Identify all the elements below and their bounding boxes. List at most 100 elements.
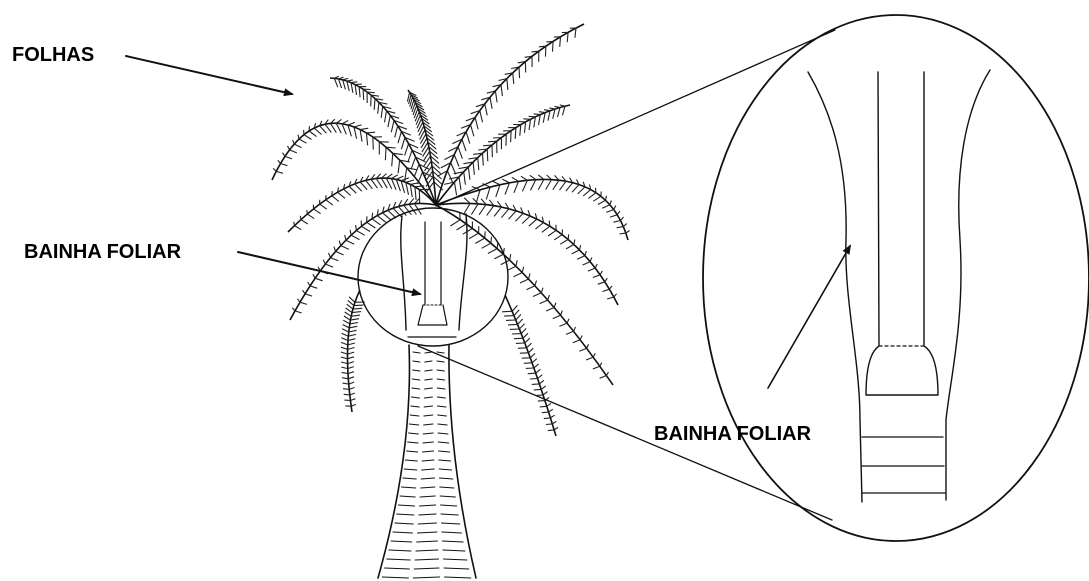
frond-leaflet <box>488 249 497 254</box>
frond-leaflet <box>342 372 348 373</box>
frond-leaflet <box>520 279 529 283</box>
frond-leaflet <box>514 181 519 193</box>
frond-leaflet <box>538 401 545 402</box>
trunk-ring-mark <box>410 415 419 416</box>
frond-leaflet <box>347 80 353 81</box>
frond-leaflet <box>486 187 490 200</box>
frond-leaflet <box>405 144 409 156</box>
frond-leaflet <box>309 131 316 137</box>
frond-leaflet <box>614 294 617 297</box>
frond-leaflet <box>514 310 519 316</box>
frond-leaflet <box>603 289 610 291</box>
frond-leaflet <box>423 151 429 161</box>
frond-leaflet <box>295 226 302 230</box>
frond-leaflet <box>531 180 536 191</box>
frond-leaflet <box>348 334 356 336</box>
frond-leaflet <box>276 171 283 173</box>
frond-leaflet <box>341 338 348 341</box>
frond-leaflet <box>460 212 461 219</box>
frond-leaflet <box>341 347 348 349</box>
trunk-ring-mark <box>420 496 435 497</box>
frond-leaflet <box>577 256 585 260</box>
frond-leaflet <box>530 353 535 357</box>
frond-leaflet <box>488 141 497 142</box>
frond-leaflet <box>366 180 373 188</box>
frond-leaflet <box>554 235 562 240</box>
frond-leaflet <box>515 213 523 221</box>
frond-leaflet <box>568 234 569 239</box>
trunk-ring-mark <box>425 379 432 380</box>
frond-leaflet <box>350 230 351 235</box>
frond-leaflet <box>293 140 295 144</box>
frond-leaflet <box>462 139 466 151</box>
trunk-ring-mark <box>437 352 444 353</box>
folhas-arrow <box>126 56 292 94</box>
frond-leaflet <box>519 324 524 329</box>
frond-leaflet <box>495 91 497 102</box>
frond-leaflet <box>366 132 375 133</box>
frond-leaflet <box>572 250 580 254</box>
frond-leaflet <box>547 403 551 406</box>
frond-leaflet <box>566 183 573 191</box>
frond-leaflet <box>386 174 392 178</box>
frond-leaflet <box>528 373 536 374</box>
frond-leaflet <box>339 241 341 246</box>
frond-leaflet <box>344 316 351 320</box>
frond-leaflet <box>553 180 559 190</box>
frond-leaflet <box>348 352 355 354</box>
frond-leaflet <box>560 239 568 244</box>
trunk-ring-mark <box>425 352 432 353</box>
trunk-ring-mark <box>398 505 414 506</box>
frond-leaflet <box>341 342 348 345</box>
frond-leaflet <box>535 281 537 286</box>
frond-leaflet <box>308 282 311 286</box>
frond-leaflet <box>539 380 544 384</box>
frond-leaflet <box>562 106 565 115</box>
frond-leaflet <box>588 193 596 199</box>
trunk-ring-mark <box>421 487 435 488</box>
frond-leaflet <box>610 215 617 217</box>
frond-leaflet <box>606 210 613 213</box>
frond-leaflet <box>314 128 321 134</box>
frond-leaflet <box>351 404 356 406</box>
trunk-ring-mark <box>400 496 415 497</box>
zoom-connector-lines <box>418 30 835 520</box>
trunk-ring-mark <box>412 397 420 398</box>
frond-leaflet <box>392 153 393 166</box>
frond-leaflet <box>348 348 355 350</box>
frond-leaflet <box>609 286 612 289</box>
trunk-ring-mark <box>441 505 457 506</box>
trunk-ring-mark <box>418 523 436 524</box>
frond-leaflet <box>606 196 607 201</box>
frond-leaflet <box>348 377 354 379</box>
trunk-ring-mark <box>425 388 433 389</box>
frond-leaflet <box>336 251 344 255</box>
frond-leaflet <box>544 110 550 111</box>
frond-leaflet <box>398 160 400 173</box>
frond-leaflet <box>475 238 484 243</box>
frond-leaflet <box>614 221 621 223</box>
frond-leaflet <box>292 308 295 311</box>
frond-leaflet <box>411 157 416 169</box>
frond-leaflet <box>532 359 537 363</box>
frond-leaflet <box>281 164 288 166</box>
frond-leaflet <box>352 312 361 313</box>
trunk-ring-mark <box>409 424 418 425</box>
frond-leaflet <box>343 320 350 324</box>
frond-leaflet <box>502 311 512 312</box>
frond-leaflet <box>348 372 354 374</box>
frond-leaflet <box>388 115 390 127</box>
trunk-ring-mark <box>437 370 444 371</box>
frond-leaflet <box>529 119 530 130</box>
frond-leaflet <box>538 375 543 379</box>
trunk-ring-mark <box>425 361 432 362</box>
trunk-ring-mark <box>412 388 420 389</box>
frond-leaflet <box>602 205 610 209</box>
frond-leaflet <box>349 326 357 328</box>
frond-leaflet <box>519 67 520 78</box>
frond-leaflet <box>487 206 494 216</box>
trunk-ring-mark <box>415 559 438 560</box>
frond-leaflet <box>303 290 306 294</box>
bainha-foliar-zoom-arrow <box>768 246 850 388</box>
